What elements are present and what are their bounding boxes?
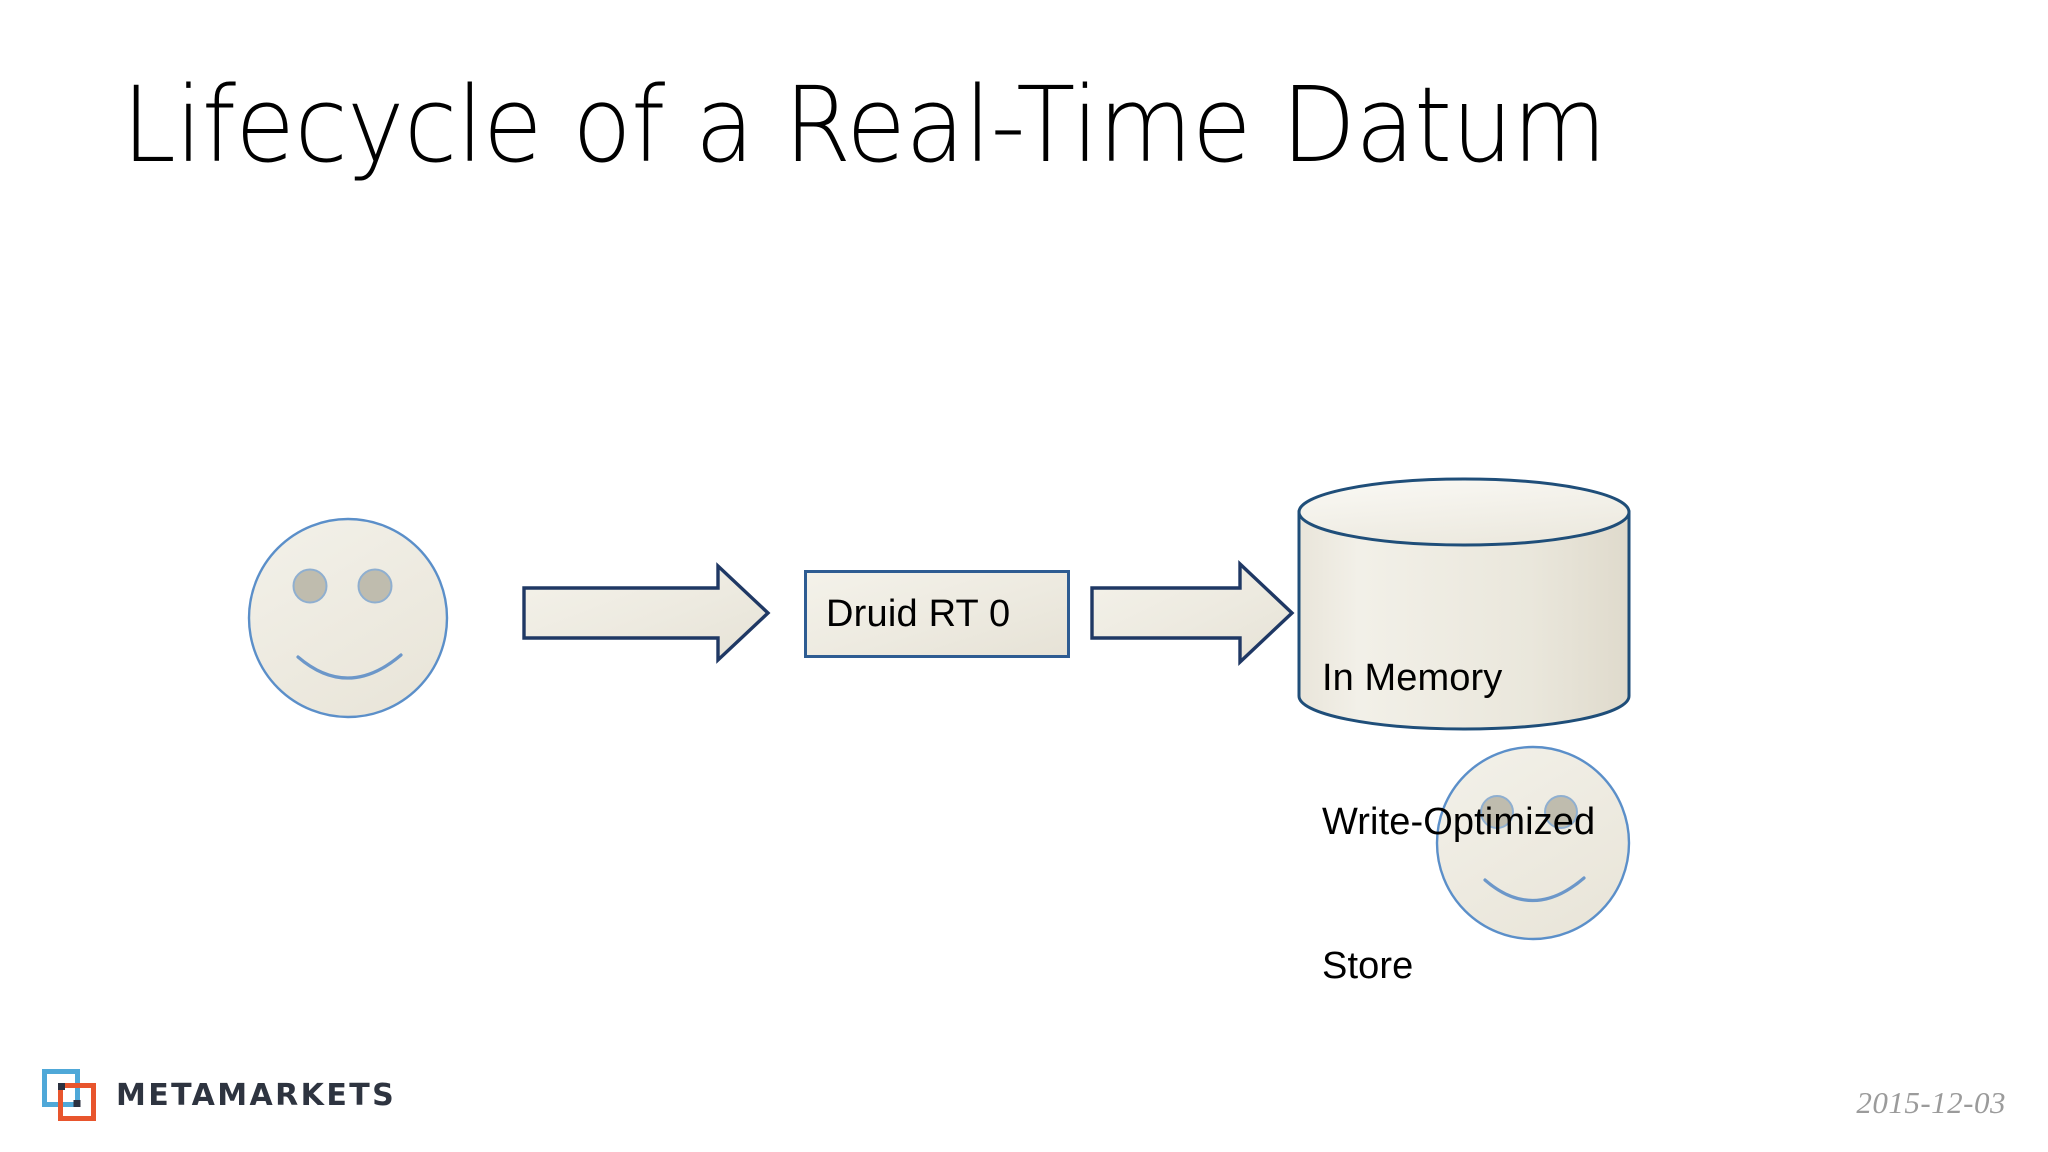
source-smiley-icon (247, 517, 449, 719)
in-memory-store-label-line-2: Write-Optimized (1322, 801, 1596, 843)
arrow-druid-to-store (1090, 560, 1295, 666)
in-memory-store-label-line-1: In Memory (1322, 657, 1503, 699)
druid-rt-0-label: Druid RT 0 (826, 593, 1011, 635)
in-memory-store-label: In Memory Write-Optimized Store (1322, 558, 1622, 1086)
page-title: Lifecycle of a Real-Time Datum (122, 64, 1607, 186)
metamarkets-wordmark: METAMARKETS (116, 1078, 397, 1113)
in-memory-store-label-line-3: Store (1322, 945, 1414, 987)
slide-date: 2015-12-03 (1856, 1085, 2006, 1120)
arrow-source-to-druid (522, 562, 771, 664)
metamarkets-logo-mark-icon (42, 1069, 98, 1123)
metamarkets-logo: METAMARKETS (42, 1068, 396, 1124)
